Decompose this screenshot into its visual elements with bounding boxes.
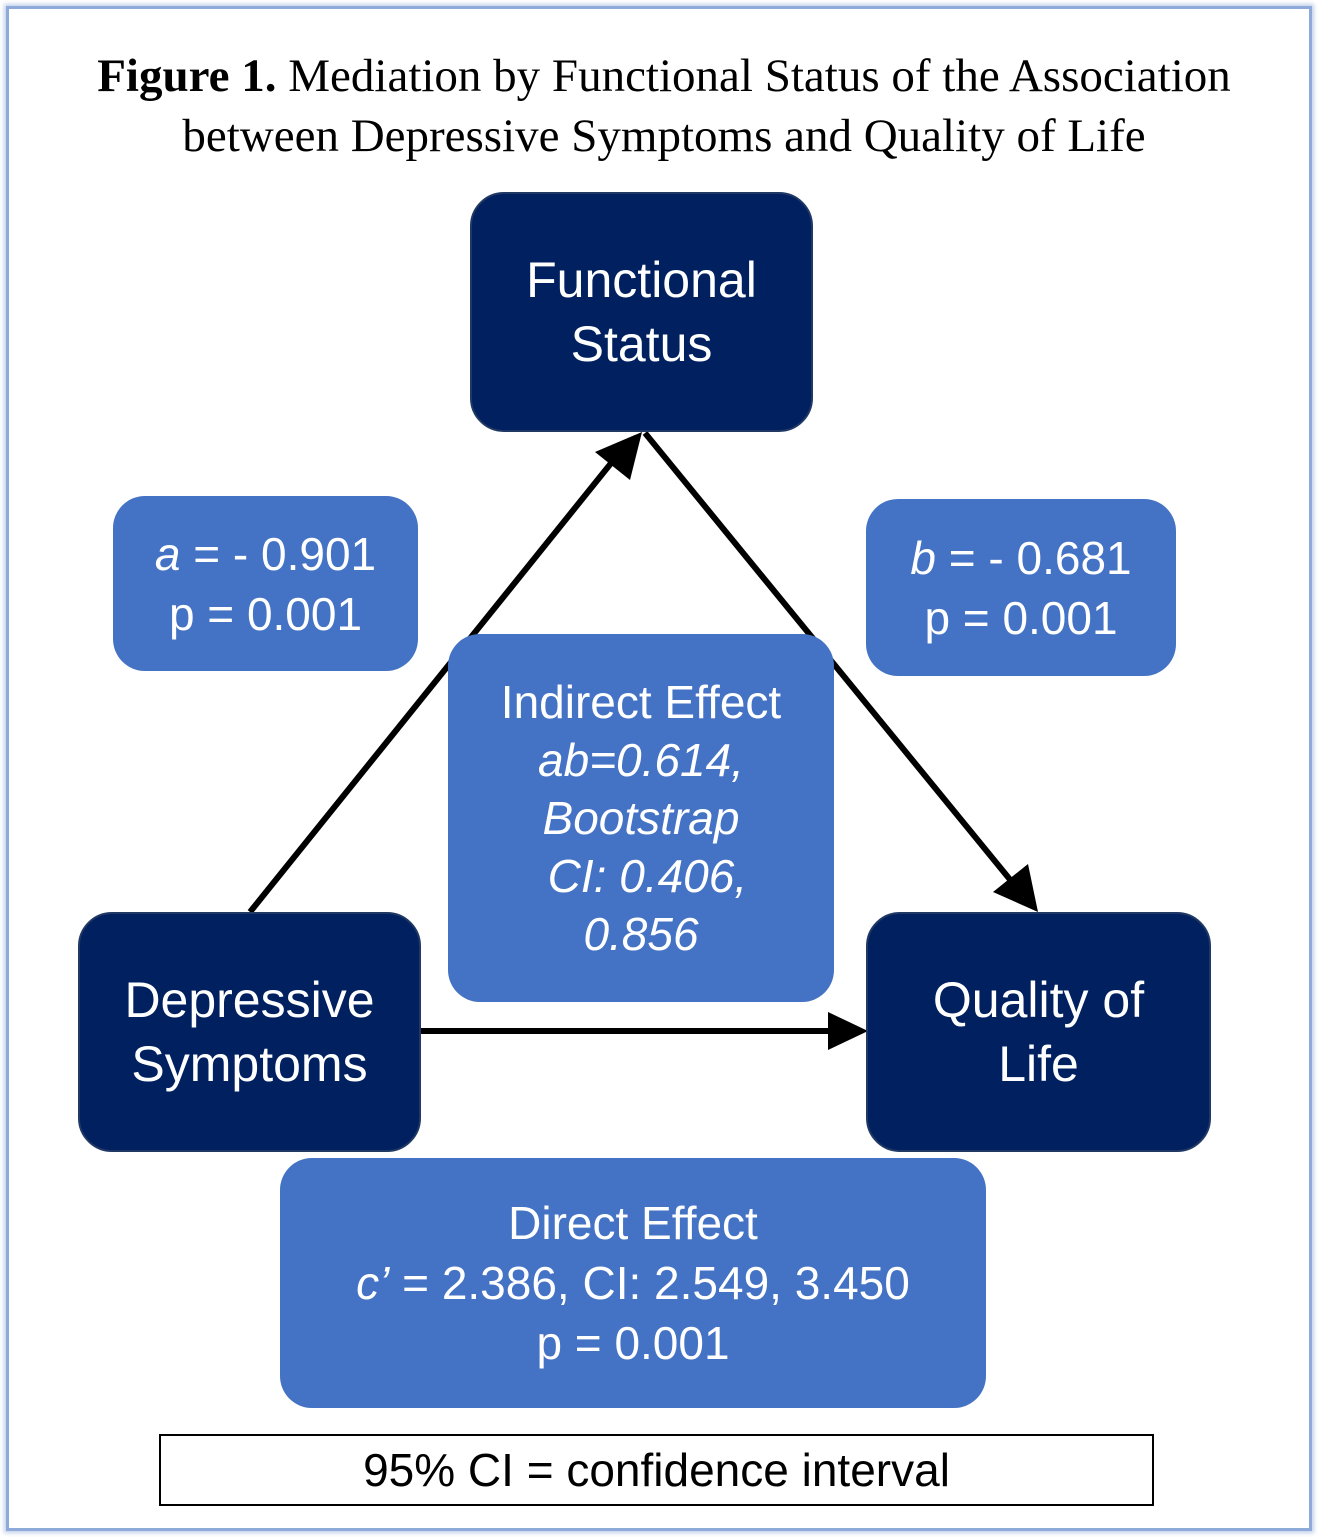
indirect-effect-ci: CI: 0.406,: [534, 850, 748, 902]
footnote-text: 95% CI = confidence interval: [363, 1444, 950, 1496]
mediator-label-line1: Functional: [526, 252, 757, 308]
mediator-label-line2: Status: [570, 316, 713, 372]
outcome-label-line2: Life: [998, 1036, 1079, 1092]
predictor-node-depressive-symptoms: Depressive Symptoms: [78, 912, 421, 1152]
indirect-effect-bootstrap: Bootstrap: [542, 792, 740, 844]
figure-title: Figure 1. Mediation by Functional Status…: [10, 46, 1318, 166]
footnote-box: 95% CI = confidence interval: [159, 1434, 1154, 1506]
predictor-label-line1: Depressive: [124, 972, 375, 1028]
path-b-stat-box: b = - 0.681 p = 0.001: [866, 499, 1176, 676]
figure-label: Figure 1.: [97, 50, 277, 102]
path-b-value: = - 0.681: [935, 531, 1132, 584]
direct-effect-symbol: c’: [356, 1257, 390, 1309]
path-a-symbol: a: [154, 527, 181, 580]
direct-effect-box: Direct Effect c’ = 2.386, CI: 2.549, 3.4…: [280, 1158, 986, 1408]
arrow-a-path: [247, 432, 642, 914]
indirect-effect-heading: Indirect Effect: [500, 676, 782, 728]
title-text-line1: Mediation by Functional Status of the As…: [276, 50, 1231, 102]
indirect-effect-ci-upper: 0.856: [583, 908, 699, 960]
direct-effect-value: = 2.386, CI: 2.549, 3.450: [389, 1257, 910, 1309]
path-b-symbol: b: [910, 531, 936, 584]
outcome-label-line1: Quality of: [932, 972, 1145, 1028]
arrow-c-path: [421, 1012, 868, 1050]
path-b-coefficient: b = - 0.681: [910, 528, 1131, 588]
path-a-p-value: p = 0.001: [168, 587, 363, 640]
path-a-coefficient: a = - 0.901: [155, 524, 376, 584]
direct-effect-p-value: p = 0.001: [536, 1317, 730, 1369]
title-text-line2: between Depressive Symptoms and Quality …: [182, 110, 1146, 162]
path-a-stat-box: a = - 0.901 p = 0.001: [113, 496, 418, 671]
direct-effect-heading: Direct Effect: [508, 1197, 758, 1249]
mediator-node-functional-status: Functional Status: [470, 192, 813, 432]
indirect-effect-box: Indirect Effect ab=0.614, Bootstrap CI: …: [448, 634, 834, 1002]
path-b-p-value: p = 0.001: [924, 591, 1118, 644]
indirect-effect-ab: ab=0.614,: [538, 734, 744, 786]
path-a-value: = - 0.901: [180, 527, 377, 580]
outcome-node-quality-of-life: Quality of Life: [866, 912, 1211, 1152]
direct-effect-value-line: c’ = 2.386, CI: 2.549, 3.450: [356, 1253, 910, 1313]
predictor-label-line2: Symptoms: [131, 1036, 368, 1092]
